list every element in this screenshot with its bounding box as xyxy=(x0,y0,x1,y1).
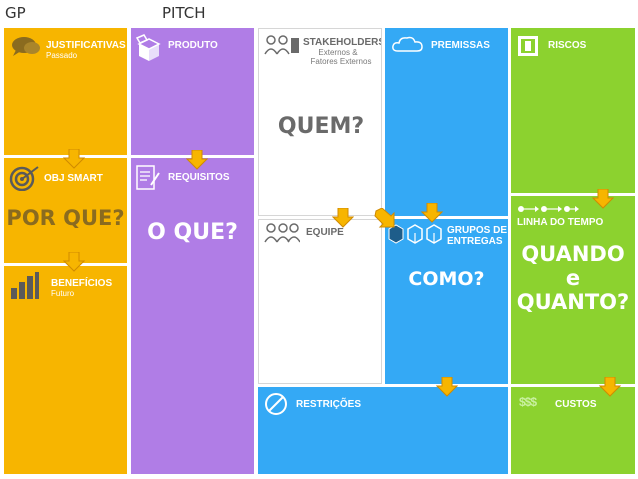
people-icon xyxy=(264,35,299,55)
produto-title: PRODUTO xyxy=(168,40,218,51)
obj-smart-block: OBJ SMART POR QUE? xyxy=(4,158,127,263)
arrow-down-icon xyxy=(599,377,621,397)
bar-chart-icon xyxy=(11,272,39,299)
justificativas-block: JUSTIFICATIVAS Passado xyxy=(4,28,127,155)
gp-label: GP xyxy=(5,4,26,22)
premissas-title: PREMISSAS xyxy=(431,40,490,51)
obj-smart-title: OBJ SMART xyxy=(44,173,103,184)
justificativas-subtitle: Passado xyxy=(46,51,78,60)
timeline-icon xyxy=(518,206,579,212)
quando-text-group: QUANDO e QUANTO? xyxy=(511,242,635,314)
package-boxes-icon xyxy=(388,224,442,244)
quando-line1: QUANDO xyxy=(521,242,625,266)
document-icon xyxy=(136,165,160,190)
quem-text: QUEM? xyxy=(277,114,365,139)
arrow-down-icon xyxy=(186,150,208,170)
pitch-label: PITCH xyxy=(162,4,206,22)
target-icon xyxy=(9,166,39,191)
quando-line3: QUANTO? xyxy=(516,290,630,314)
custos-block: $$$ CUSTOS xyxy=(511,387,635,474)
arrow-diagonal-icon xyxy=(374,208,395,228)
stakeholders-title: STAKEHOLDERS xyxy=(303,37,382,48)
riscos-block: RISCOS xyxy=(511,28,635,193)
custos-title: CUSTOS xyxy=(555,399,597,410)
restricoes-block: RESTRIÇÕES xyxy=(258,387,508,474)
beneficios-subtitle: Futuro xyxy=(51,289,75,298)
arrow-down-icon xyxy=(436,377,458,397)
requisitos-block: REQUISITOS O QUE? xyxy=(131,158,254,474)
o-que-text: O QUE? xyxy=(147,220,238,245)
restricoes-title: RESTRIÇÕES xyxy=(296,399,362,410)
cloud-icon xyxy=(392,36,423,52)
requisitos-title: REQUISITOS xyxy=(168,172,230,183)
equipe-title: EQUIPE xyxy=(306,227,344,238)
justificativas-title: JUSTIFICATIVAS xyxy=(46,40,126,51)
como-text: COMO? xyxy=(408,268,485,290)
quando-line2: e xyxy=(565,266,581,290)
box-icon xyxy=(135,34,161,61)
arrow-down-icon xyxy=(63,149,85,169)
grupos-title-line1: GRUPOS DE xyxy=(447,225,508,236)
beneficios-block: BENEFÍCIOS Futuro xyxy=(4,266,127,474)
arrow-down-icon xyxy=(421,203,443,223)
por-que-text: POR QUE? xyxy=(6,206,125,230)
linha-tempo-block: LINHA DO TEMPO QUANDO e QUANTO? xyxy=(511,196,635,384)
grupos-block: GRUPOS DE ENTREGAS COMO? xyxy=(385,219,508,384)
premissas-block: PREMISSAS xyxy=(385,28,508,216)
risk-box-icon xyxy=(518,36,538,56)
linha-tempo-title: LINHA DO TEMPO xyxy=(517,217,604,228)
stakeholders-line3: Fatores Externos xyxy=(310,57,372,66)
speech-bubble-icon xyxy=(12,37,40,56)
arrow-down-icon xyxy=(63,252,85,272)
arrow-down-icon xyxy=(332,208,354,228)
stakeholders-line2: Externos & xyxy=(318,48,358,57)
stakeholders-block: STAKEHOLDERS Externos & Fatores Externos… xyxy=(258,28,382,216)
equipe-block: EQUIPE xyxy=(258,219,382,384)
beneficios-title: BENEFÍCIOS xyxy=(51,278,113,289)
grupos-title-line2: ENTREGAS xyxy=(447,236,503,247)
dollar-icon: $$$ xyxy=(519,395,537,409)
prohibited-icon xyxy=(265,393,287,415)
arrow-down-icon xyxy=(592,189,614,209)
team-icon xyxy=(264,223,300,243)
riscos-title: RISCOS xyxy=(548,40,587,51)
produto-block: PRODUTO xyxy=(131,28,254,155)
